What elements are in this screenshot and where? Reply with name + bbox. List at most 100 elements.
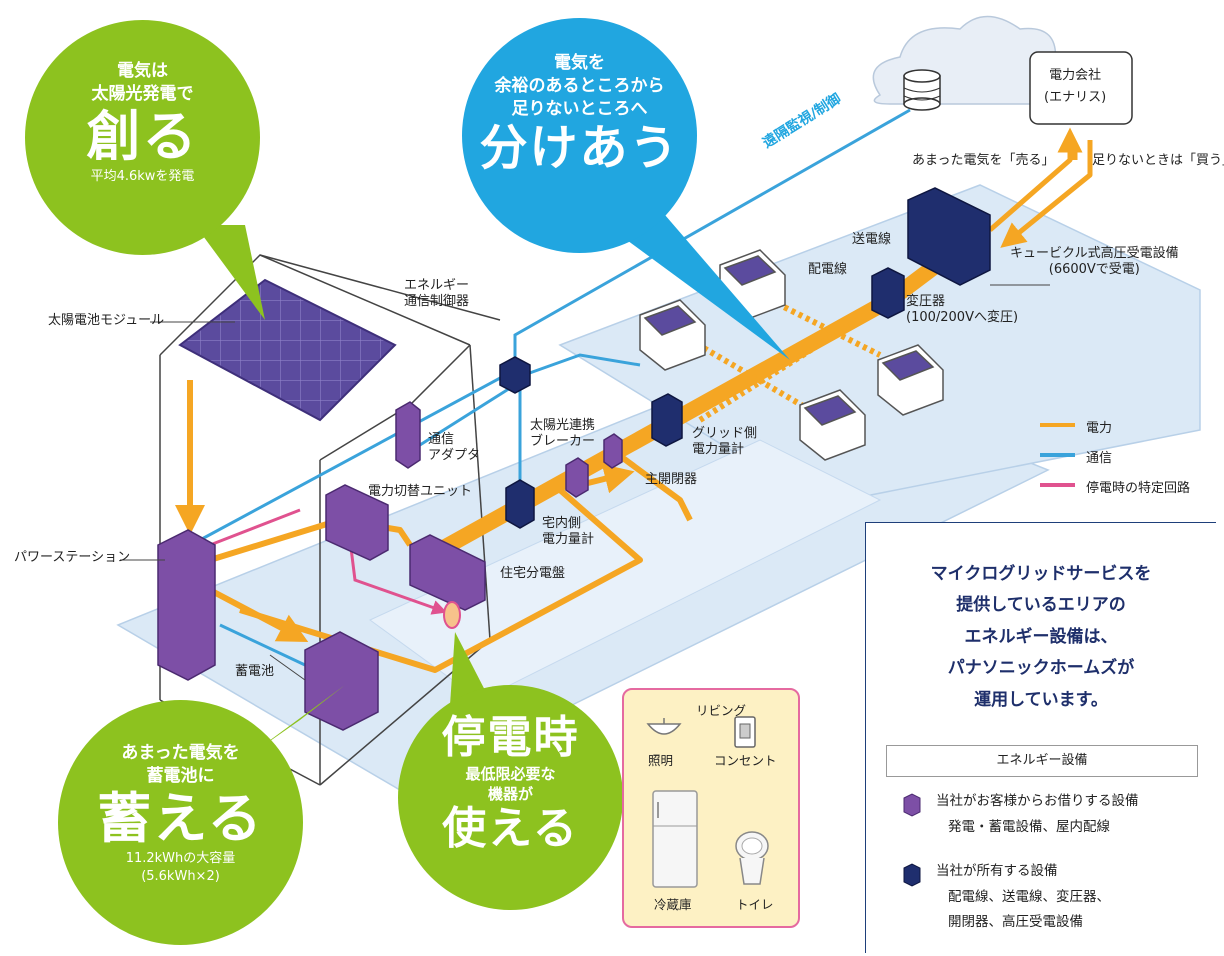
label-transformer-line2: (100/200Vへ変圧) — [906, 310, 1019, 326]
solar-panel-icon — [178, 278, 397, 422]
bubble-outage-big2: 使える — [442, 803, 579, 855]
owned-equipment: 当社が所有する設備 配電線、送電線、変圧器、 開閉器、高圧受電設備 — [936, 859, 1110, 936]
equipment-title: エネルギー設備 — [886, 745, 1198, 777]
label-energy-controller-line1: エネルギー — [404, 278, 470, 293]
label-solar-module: 太陽電池モジュール — [48, 313, 165, 328]
bubble-outage-big1: 停電時 — [441, 712, 580, 763]
label-grid-meter: グリッド側 電力量計 — [692, 426, 757, 459]
info-line5: 運用しています。 — [974, 689, 1108, 710]
bubble-outage-line2: 機器が — [487, 784, 533, 803]
info-line4: パナソニックホームズが — [947, 658, 1135, 679]
label-power-switch-unit: 電力切替ユニット — [368, 484, 473, 499]
label-cubicle-line2: (6600Vで受電) — [1048, 262, 1140, 278]
label-home-panel: 住宅分電盤 — [500, 566, 566, 581]
legend-outage-circuit: 停電時の特定回路 — [1086, 481, 1191, 496]
bubble-create: 電気は 太陽光発電で 創る 平均4.6kwを発電 — [25, 20, 260, 255]
purple-cube-icon — [157, 401, 623, 731]
bubble-share-line1: 電気を — [554, 53, 605, 73]
bubble-create-big: 創る — [86, 104, 199, 168]
bubble-tail-store — [250, 685, 345, 755]
ceiling-light-icon — [646, 718, 682, 735]
label-solar-breaker: 太陽光連携 ブレーカー — [530, 418, 595, 451]
label-transmission-line: 送電線 — [852, 232, 892, 247]
bubble-outage: 停電時 最低限必要な 機器が 使える — [398, 685, 623, 910]
label-comm-adapter-line2: アダプタ — [428, 448, 481, 464]
info-text: マイクログリッドサービスを 提供しているエリアの エネルギー設備は、 パナソニッ… — [866, 559, 1216, 716]
info-line2: 提供しているエリアの — [956, 595, 1126, 616]
label-power-company-line2: (エナリス) — [1044, 90, 1107, 106]
toilet-label: トイレ — [736, 897, 774, 912]
label-transformer-line1: 変圧器 — [906, 294, 946, 309]
info-panel: マイクログリッドサービスを 提供しているエリアの エネルギー設備は、 パナソニッ… — [865, 522, 1216, 953]
label-buy: 足りないときは「買う」 — [1092, 153, 1224, 168]
label-power-station: パワーステーション — [14, 550, 131, 565]
bubble-store-line1: あまった電気を — [121, 743, 240, 763]
fridge-label: 冷蔵庫 — [654, 897, 692, 912]
living-label: リビング — [696, 703, 747, 718]
navy-cube-icon — [499, 187, 991, 529]
bubble-tail-share — [620, 215, 790, 360]
database-icon — [903, 69, 941, 111]
label-energy-controller-line2: 通信制御器 — [404, 294, 470, 310]
bubble-create-sub: 平均4.6kwを発電 — [90, 168, 195, 184]
outage-lines — [209, 508, 448, 615]
bubble-create-line1: 電気は — [117, 61, 168, 81]
toilet-icon — [735, 831, 769, 885]
label-sell: あまった電気を「売る」 — [912, 153, 1055, 168]
bubble-create-line2: 太陽光発電で — [91, 83, 194, 104]
label-cubicle: キュービクル式高圧受電設備 (6600Vで受電) — [1010, 246, 1179, 279]
leader-lines — [120, 284, 1050, 681]
sharing-arrows — [688, 297, 892, 423]
bubble-share: 電気を 余裕のあるところから 足りないところへ 分けあう — [462, 18, 697, 253]
bubble-share-big: 分けあう — [479, 119, 680, 176]
label-power-company-line1: 電力会社 — [1049, 68, 1102, 83]
rented-title: 当社がお客様からお借りする設備 — [936, 793, 1139, 809]
emergency-devices-box: リビング 照明 コンセント 冷蔵庫 トイレ — [622, 688, 800, 928]
label-main-switch: 主開閉器 — [645, 472, 698, 487]
bubble-store-big: 蓄える — [97, 786, 264, 850]
bubble-share-line3: 足りないところへ — [511, 98, 648, 119]
label-power-company: 電力会社 (エナリス) — [1044, 68, 1106, 107]
label-grid-meter-line2: 電力量計 — [692, 442, 745, 458]
label-grid-meter-line1: グリッド側 — [692, 426, 758, 441]
label-distribution-line: 配電線 — [808, 262, 848, 277]
power-company-box — [1029, 51, 1133, 125]
comm-lines — [199, 108, 911, 667]
purple-cube-icon — [903, 793, 921, 817]
info-line3: エネルギー設備は、 — [964, 626, 1118, 647]
label-solar-breaker-line2: ブレーカー — [530, 434, 596, 450]
label-cubicle-line1: キュービクル式高圧受電設備 — [1010, 246, 1179, 261]
label-energy-controller: エネルギー 通信制御器 — [404, 278, 469, 311]
label-home-meter: 宅内側 電力量計 — [542, 516, 594, 549]
label-home-meter-line1: 宅内側 — [542, 516, 582, 531]
bubble-store: あまった電気を 蓄電池に 蓄える 11.2kWhの大容量 (5.6kWh×2) — [58, 700, 303, 945]
label-battery: 蓄電池 — [235, 664, 275, 679]
legend-comm: 通信 — [1086, 451, 1113, 466]
label-solar-breaker-line1: 太陽光連携 — [530, 418, 596, 433]
lighting-label: 照明 — [648, 753, 674, 768]
owned-detail1: 配電線、送電線、変圧器、 — [948, 888, 1110, 905]
outlet-label: コンセント — [714, 753, 777, 768]
bubble-store-sub2: (5.6kWh×2) — [141, 869, 220, 885]
bubble-tail-create — [195, 225, 265, 320]
navy-cube-icon — [903, 863, 921, 887]
bubble-outage-line1: 最低限必要な — [465, 764, 556, 783]
rented-equipment: 当社がお客様からお借りする設備 発電・蓄電設備、屋内配線 — [936, 789, 1139, 840]
owned-title: 当社が所有する設備 — [936, 863, 1058, 879]
outlet-icon — [734, 716, 756, 748]
info-line1: マイクログリッドサービスを — [930, 564, 1152, 584]
bubble-share-line2: 余裕のあるところから — [494, 75, 665, 96]
bubble-store-sub1: 11.2kWhの大容量 — [125, 850, 236, 866]
rented-detail: 発電・蓄電設備、屋内配線 — [948, 818, 1110, 835]
legend-power: 電力 — [1086, 421, 1113, 436]
owned-detail2: 開閉器、高圧受電設備 — [948, 914, 1083, 931]
bubble-tail-outage — [450, 632, 490, 705]
fridge-icon — [652, 790, 698, 888]
bubble-store-line2: 蓄電池に — [146, 765, 215, 786]
emergency-outlet — [443, 601, 461, 629]
label-transformer: 変圧器 (100/200Vへ変圧) — [906, 294, 1018, 327]
label-home-meter-line2: 電力量計 — [542, 532, 595, 548]
label-comm-adapter-line1: 通信 — [428, 432, 455, 447]
